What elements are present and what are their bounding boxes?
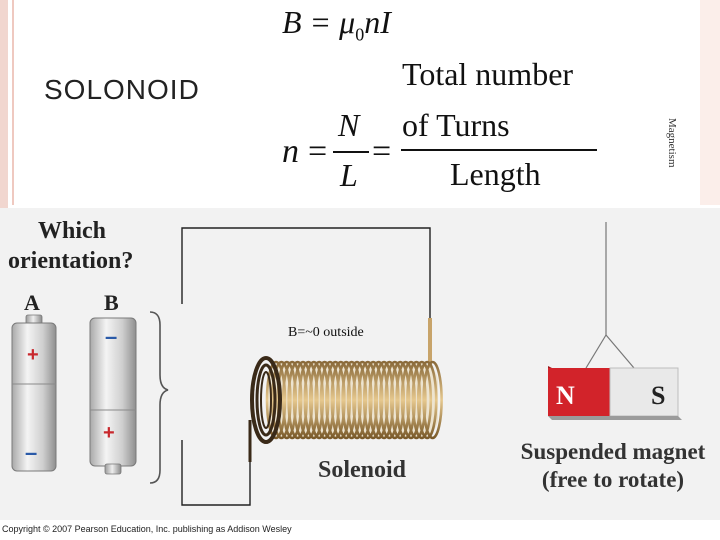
coil-turn <box>422 360 443 440</box>
right-accent-strip <box>700 0 720 205</box>
coil-turn <box>357 360 379 440</box>
coil-turn <box>298 360 319 440</box>
fraction-bar-symbolic <box>333 151 369 153</box>
magnet-caption: Suspended magnet (free to rotate) <box>508 438 718 494</box>
left-accent-line <box>12 0 14 205</box>
magnet-south-half <box>609 367 679 417</box>
question-line-2: orientation? <box>8 248 134 274</box>
question-line-1: Which <box>38 218 107 244</box>
coil-turn <box>319 360 341 440</box>
battery-a-label: A <box>24 290 40 315</box>
coil-turn <box>368 360 389 440</box>
battery-a <box>11 314 57 472</box>
coil-turn <box>411 360 433 440</box>
coil-turn <box>416 360 438 440</box>
battery-b-minus-sign: – <box>105 324 118 349</box>
fraction-numerator-line1: Total number <box>402 56 574 92</box>
left-accent-bar <box>0 0 8 210</box>
coil-turn <box>362 360 384 440</box>
coil-turn <box>373 360 395 440</box>
battery-a-minus-sign: – <box>25 440 38 465</box>
field-formula-lhs: B = μ <box>282 4 356 40</box>
coil-turn <box>379 360 400 440</box>
turn-density-symbol: n <box>282 133 299 170</box>
fraction-denominator-symbol: L <box>340 157 358 193</box>
coil-turn <box>308 360 330 440</box>
magnet-north-half <box>548 368 610 416</box>
field-formula-subscript: 0 <box>355 24 365 45</box>
suspended-magnet <box>548 222 682 420</box>
coil-turn <box>287 360 308 440</box>
coil-turn <box>292 360 314 440</box>
orientation-question: Which orientation? <box>8 216 133 276</box>
slide-title: SOLONOID <box>44 74 200 105</box>
fraction-denominator-word: Length <box>450 156 541 192</box>
coil-turn <box>265 360 287 440</box>
coil-turn <box>281 360 303 440</box>
north-pole-label: N <box>556 381 575 410</box>
fraction-numerator-line2: of Turns <box>402 107 510 143</box>
battery-b-label: B <box>104 290 119 315</box>
equals-sign-1: = <box>308 133 328 170</box>
copyright-notice: Copyright © 2007 Pearson Education, Inc.… <box>2 524 292 534</box>
equals-sign-2: = <box>372 133 392 170</box>
fraction-numerator-symbol: N <box>338 107 360 143</box>
coil-turn <box>384 360 406 440</box>
battery-b-plus-sign: + <box>103 422 115 444</box>
fraction-bar-words <box>401 149 597 151</box>
solenoid-label: Solenoid <box>318 457 407 483</box>
field-formula-tail: nI <box>364 4 391 40</box>
coil-turn <box>325 360 346 440</box>
magnet-caption-line-1: Suspended magnet <box>520 439 706 464</box>
coil-turn <box>406 360 427 440</box>
coil-turn <box>352 360 373 440</box>
battery-a-plus-sign: + <box>27 344 39 366</box>
field-outside-note: B=~0 outside <box>288 325 364 340</box>
coil-turn <box>303 360 325 440</box>
coil-turn <box>276 360 298 440</box>
coil-turn <box>341 360 362 440</box>
magnet-caption-line-2: (free to rotate) <box>541 467 685 492</box>
south-pole-label: S <box>651 381 666 410</box>
circuit-wire <box>181 227 431 506</box>
coil-turn <box>314 360 335 440</box>
solenoid-coil <box>248 318 443 462</box>
orientation-brace <box>149 311 169 484</box>
coil-turn <box>346 360 368 440</box>
coil-turn <box>330 360 352 440</box>
coil-turn <box>271 360 292 440</box>
battery-b <box>89 317 137 475</box>
coil-turn <box>389 360 411 440</box>
coil-turn <box>335 360 357 440</box>
coil-turn <box>395 360 416 440</box>
field-formula: B = μ0nI <box>282 4 391 45</box>
coil-turn <box>400 360 422 440</box>
side-label: Magnetism <box>666 118 678 168</box>
